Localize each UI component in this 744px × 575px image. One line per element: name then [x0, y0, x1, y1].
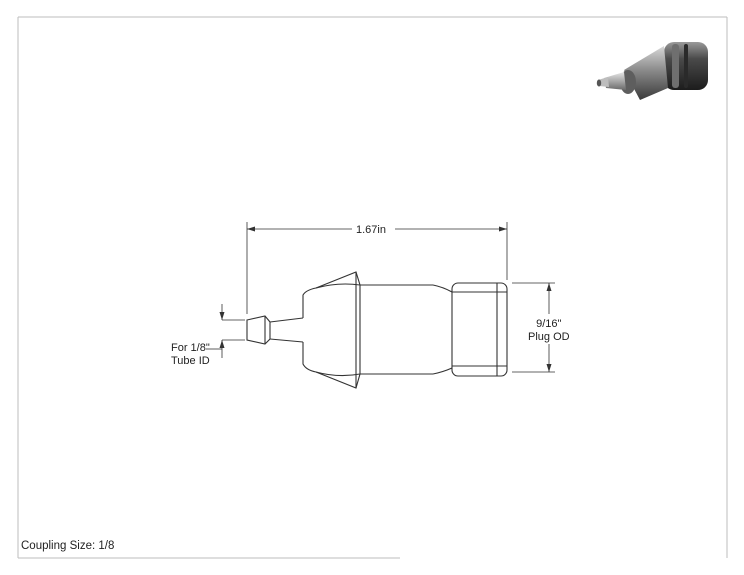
tube-id-note: For 1/8" Tube ID [171, 342, 210, 368]
plug-od-note-line1: 9/16" [536, 318, 562, 330]
length-dimension-line [246, 222, 508, 314]
tube-id-note-line2: Tube ID [171, 355, 210, 367]
plug-od-dimension-line [512, 282, 555, 373]
coupling-size-label: Coupling Size: 1/8 [21, 540, 115, 552]
plug-od-note-line2: Plug OD [528, 331, 570, 343]
coupling-3d-render-icon [596, 42, 708, 100]
overall-length-label: 1.67in [356, 224, 386, 236]
plug-od-note: 9/16" Plug OD [528, 318, 570, 344]
tube-id-dimension-line [206, 304, 245, 358]
tube-id-note-line1: For 1/8" [171, 342, 210, 354]
coupling-part-outline [246, 271, 508, 389]
sheet-border [17, 16, 728, 559]
